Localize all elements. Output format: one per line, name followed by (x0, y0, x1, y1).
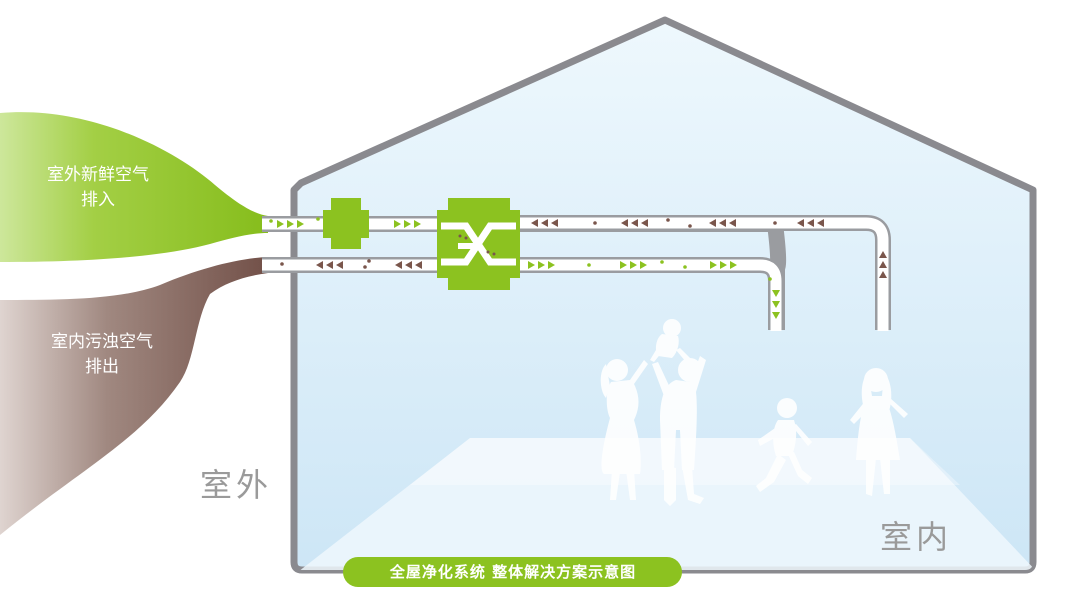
fresh-air-stream (0, 112, 268, 263)
family-silhouettes (600, 319, 908, 506)
mother-silhouette (600, 359, 648, 500)
indoor-label: 室内 (880, 518, 953, 556)
fresh-air-in-label: 室外新鲜空气 排入 (47, 165, 149, 210)
running-boy-silhouette (756, 398, 812, 492)
fresh-air-arrows (269, 217, 780, 319)
caption-banner (343, 557, 682, 587)
stale-air-out-label: 室内污浊空气 排出 (51, 332, 153, 377)
purifier-filter-icon (323, 198, 369, 249)
stale-air-stream (0, 257, 268, 535)
heat-exchanger-icon (437, 198, 520, 290)
supply-duct-inner (505, 259, 782, 331)
stale-air-arrows (280, 218, 887, 278)
father-silhouette (652, 356, 706, 506)
girl-silhouette (850, 368, 908, 496)
diagram-caption: 全屋净化系统 整体解决方案示意图 (389, 563, 637, 581)
return-duct-inner (505, 217, 889, 331)
floor (294, 438, 1033, 570)
outdoor-label: 室外 (200, 466, 273, 504)
lifted-child-silhouette (650, 319, 690, 362)
